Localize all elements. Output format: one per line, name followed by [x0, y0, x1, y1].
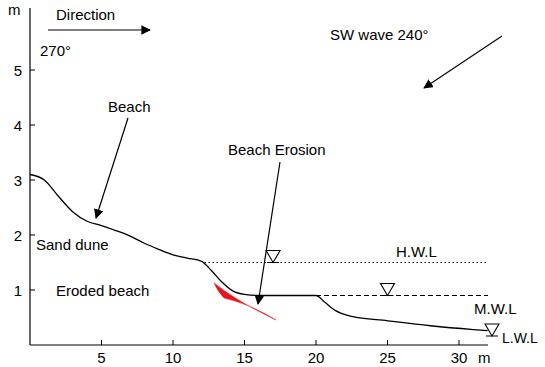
erosion-leader [258, 162, 280, 304]
wave-arrow [424, 36, 502, 88]
axis-unit: m [478, 349, 491, 366]
water-level-tick [382, 295, 394, 296]
part-label: Eroded beach [56, 282, 149, 299]
direction-arrow [48, 29, 150, 30]
y-tick-label: 5 [14, 62, 22, 79]
leader-arrows [48, 30, 502, 304]
part-label: Beach Erosion [228, 141, 326, 158]
x-tick [387, 340, 388, 345]
water-level-tick [486, 336, 498, 337]
high-water-line [204, 262, 488, 263]
x-tick [101, 340, 102, 345]
beach-profile-line [30, 175, 488, 331]
y-tick [30, 125, 35, 126]
wave-label: SW wave 240° [330, 26, 429, 43]
water-level-marker [266, 251, 280, 263]
x-tick-label: 30 [451, 349, 468, 366]
y-tick-label: 3 [14, 172, 22, 189]
axis-unit: m [8, 1, 21, 18]
water-level-label: M.W.L [474, 300, 517, 317]
y-tick-label: 1 [14, 282, 22, 299]
y-tick-label: 2 [14, 227, 22, 244]
y-tick-label: 4 [14, 117, 22, 134]
x-axis [30, 344, 488, 345]
x-tick [316, 340, 317, 345]
angle-label: 270° [40, 42, 71, 59]
water-level-tick [267, 262, 279, 263]
erosion-area [214, 283, 276, 320]
axes [30, 8, 488, 345]
y-axis [29, 8, 30, 345]
direction-label: Direction [56, 6, 115, 23]
x-tick-label: 20 [308, 349, 325, 366]
x-tick-label: 25 [379, 349, 396, 366]
water-level-label: L.W.L [502, 330, 538, 347]
y-tick [30, 70, 35, 71]
part-label: Beach [108, 98, 151, 115]
x-tick-label: 10 [165, 349, 182, 366]
y-tick [30, 290, 35, 291]
x-tick-label: 5 [97, 349, 105, 366]
mean-water-line [316, 295, 488, 296]
x-tick [244, 340, 245, 345]
y-tick [30, 235, 35, 236]
water-level-label: H.W.L [396, 243, 437, 260]
beach-leader [96, 118, 128, 218]
x-tick [459, 340, 460, 345]
water-level-marker [485, 324, 499, 336]
water-level-marker [381, 284, 395, 296]
part-label: Sand dune [36, 236, 109, 253]
x-tick [173, 340, 174, 345]
x-tick-label: 15 [236, 349, 253, 366]
water-levels [204, 251, 499, 337]
y-tick [30, 180, 35, 181]
